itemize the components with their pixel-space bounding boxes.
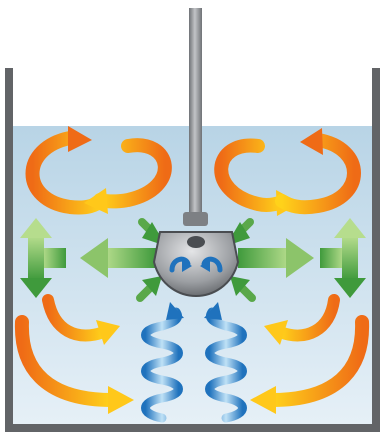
radial-flow-arrow-right bbox=[238, 238, 314, 278]
inflow-arrow-lower-right bbox=[230, 276, 256, 302]
suction-spiral-right bbox=[204, 302, 247, 423]
circulation-curve-bottom-left-inner bbox=[42, 294, 120, 345]
tank bbox=[5, 68, 380, 432]
circulation-curve-bottom-left-outer bbox=[14, 315, 134, 414]
shaft-collar bbox=[183, 212, 208, 226]
mixer-shaft bbox=[189, 8, 202, 218]
impeller bbox=[152, 231, 240, 298]
circulation-curve-bottom-right-outer bbox=[250, 315, 370, 414]
radial-flow-arrow-left bbox=[80, 238, 156, 278]
suction-spiral-left bbox=[141, 302, 184, 423]
wall-split-arrow-right bbox=[320, 218, 366, 298]
inflow-arrow-lower-left bbox=[136, 276, 162, 302]
circulation-curve-bottom-right-inner bbox=[264, 294, 340, 345]
wall-split-arrow-left bbox=[20, 218, 66, 298]
circulation-loop-top-left-inner bbox=[84, 138, 172, 214]
circulation-loop-top-right-outer bbox=[275, 128, 361, 215]
